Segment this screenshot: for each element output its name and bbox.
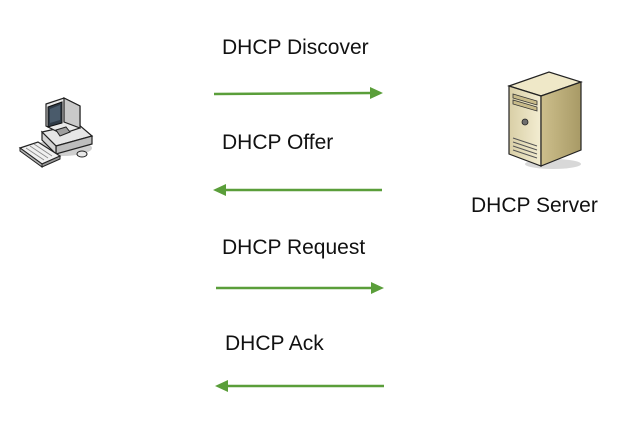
arrow-offer — [213, 184, 382, 196]
server-tower-icon — [507, 71, 583, 169]
arrow-request — [216, 282, 384, 294]
message-label-offer: DHCP Offer — [222, 131, 334, 154]
message-label-discover: DHCP Discover — [222, 36, 369, 59]
arrow-ack — [215, 380, 384, 392]
message-label-ack: DHCP Ack — [225, 332, 324, 355]
message-label-request: DHCP Request — [222, 236, 366, 259]
server-label: DHCP Server — [471, 194, 598, 217]
arrow-discover — [213, 87, 383, 99]
desktop-computer-icon — [18, 97, 94, 168]
